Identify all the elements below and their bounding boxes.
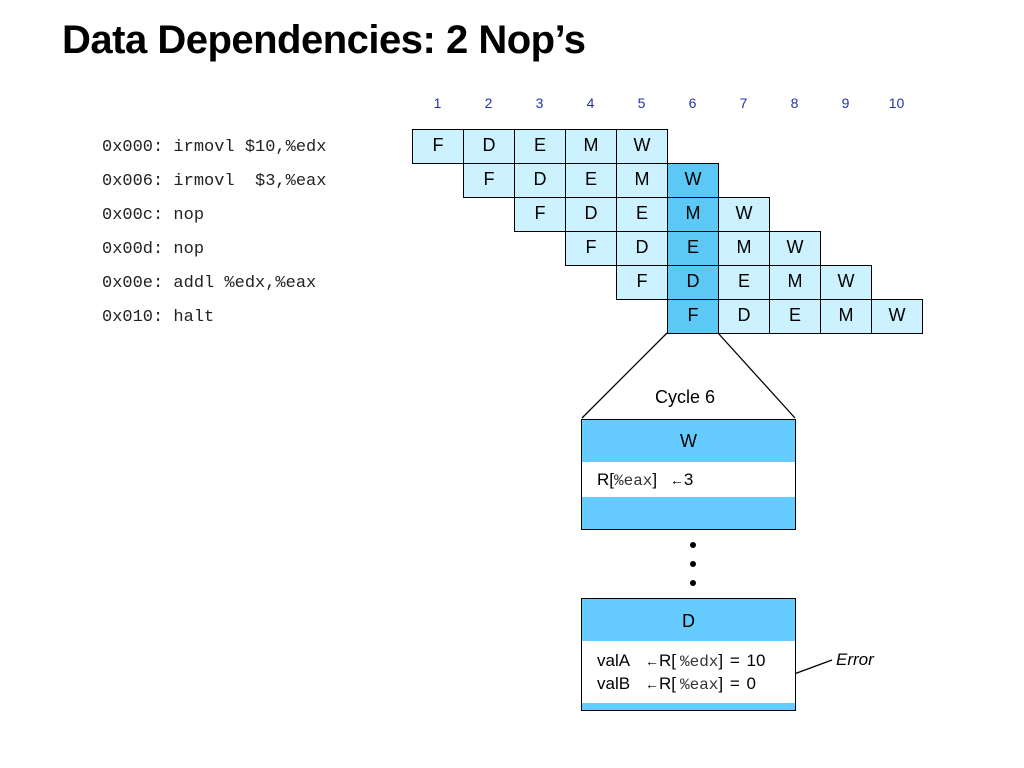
d-box-footer: [581, 703, 796, 711]
pipeline-stage-decode: D: [514, 163, 566, 198]
instruction-line: 0x00c: nop: [102, 206, 205, 225]
vala-prefix: R[: [659, 651, 676, 670]
cycle-number: 10: [888, 95, 905, 111]
cycle-number: 7: [739, 95, 748, 111]
pipeline-stage-fetch: F: [412, 129, 464, 164]
pipeline-stage-fetch: F: [667, 299, 719, 334]
valb-label: valB: [597, 674, 631, 693]
pipeline-stage-memory: M: [718, 231, 770, 266]
w-suffix: ]: [652, 470, 658, 489]
pipeline-stage-decode: D: [718, 299, 770, 334]
w-box-header: W: [581, 419, 796, 463]
d-row-vala: valA ←R[%edx] = 10: [597, 650, 795, 673]
pipeline-stage-execute: E: [667, 231, 719, 266]
assign-arrow-icon: ←: [645, 676, 659, 692]
cycle-number: 4: [586, 95, 595, 111]
cycle-label: Cycle 6: [655, 387, 716, 407]
ellipsis-dot: [690, 542, 696, 548]
cycle-number: 8: [790, 95, 799, 111]
w-box-footer: [581, 497, 796, 530]
d-box-header: D: [581, 598, 796, 642]
valb-suffix: ]: [718, 674, 724, 693]
cycle-number: 2: [484, 95, 493, 111]
pipeline-stage-writeback: W: [616, 129, 668, 164]
w-register: %eax: [614, 472, 653, 490]
pipeline-stage-memory: M: [820, 299, 872, 334]
pipeline-stage-fetch: F: [565, 231, 617, 266]
pipeline-stage-memory: M: [667, 197, 719, 232]
instruction-line: 0x006: irmovl $3,%eax: [102, 172, 327, 191]
instruction-line: 0x000: irmovl $10,%edx: [102, 138, 327, 157]
w-value: 3: [683, 470, 694, 489]
valb-equals: =: [729, 674, 740, 693]
w-prefix: R[: [597, 470, 614, 489]
pipeline-stage-fetch: F: [616, 265, 668, 300]
vala-label: valA: [597, 651, 631, 670]
valb-value: 0: [746, 674, 757, 693]
vala-register: %edx: [680, 653, 719, 671]
cycle-number: 5: [637, 95, 646, 111]
vala-suffix: ]: [718, 651, 724, 670]
pipeline-stage-writeback: W: [871, 299, 923, 334]
pipeline-stage-execute: E: [565, 163, 617, 198]
pipeline-stage-writeback: W: [769, 231, 821, 266]
d-box-body: valA ←R[%edx] = 10 valB ←R[%eax] = 0: [581, 641, 796, 704]
error-label: Error: [836, 650, 874, 669]
zoom-line-right: [717, 332, 796, 419]
vala-equals: =: [729, 651, 740, 670]
valb-prefix: R[: [659, 674, 676, 693]
w-box-body: R[%eax] ←3: [581, 462, 796, 498]
vala-value: 10: [746, 651, 766, 670]
pipeline-stage-memory: M: [769, 265, 821, 300]
valb-register: %eax: [680, 676, 719, 694]
assign-arrow-icon: ←: [669, 472, 684, 488]
cycle-number: 1: [433, 95, 442, 111]
instruction-line: 0x00e: addl %edx,%eax: [102, 274, 317, 293]
pipeline-stage-writeback: W: [667, 163, 719, 198]
instruction-line: 0x010: halt: [102, 308, 215, 327]
cycle-number: 3: [535, 95, 544, 111]
ellipsis-dot: [690, 580, 696, 586]
d-row-valb: valB ←R[%eax] = 0: [597, 673, 795, 696]
zoom-line-left: [581, 332, 668, 419]
instruction-line: 0x00d: nop: [102, 240, 205, 259]
pipeline-stage-writeback: W: [820, 265, 872, 300]
pipeline-stage-memory: M: [565, 129, 617, 164]
slide-title: Data Dependencies: 2 Nop’s: [62, 18, 586, 62]
pipeline-stage-decode: D: [667, 265, 719, 300]
ellipsis-dot: [690, 561, 696, 567]
assign-arrow-icon: ←: [645, 653, 659, 669]
pipeline-stage-writeback: W: [718, 197, 770, 232]
cycle-number: 9: [841, 95, 850, 111]
cycle-number: 6: [688, 95, 697, 111]
pipeline-stage-memory: M: [616, 163, 668, 198]
